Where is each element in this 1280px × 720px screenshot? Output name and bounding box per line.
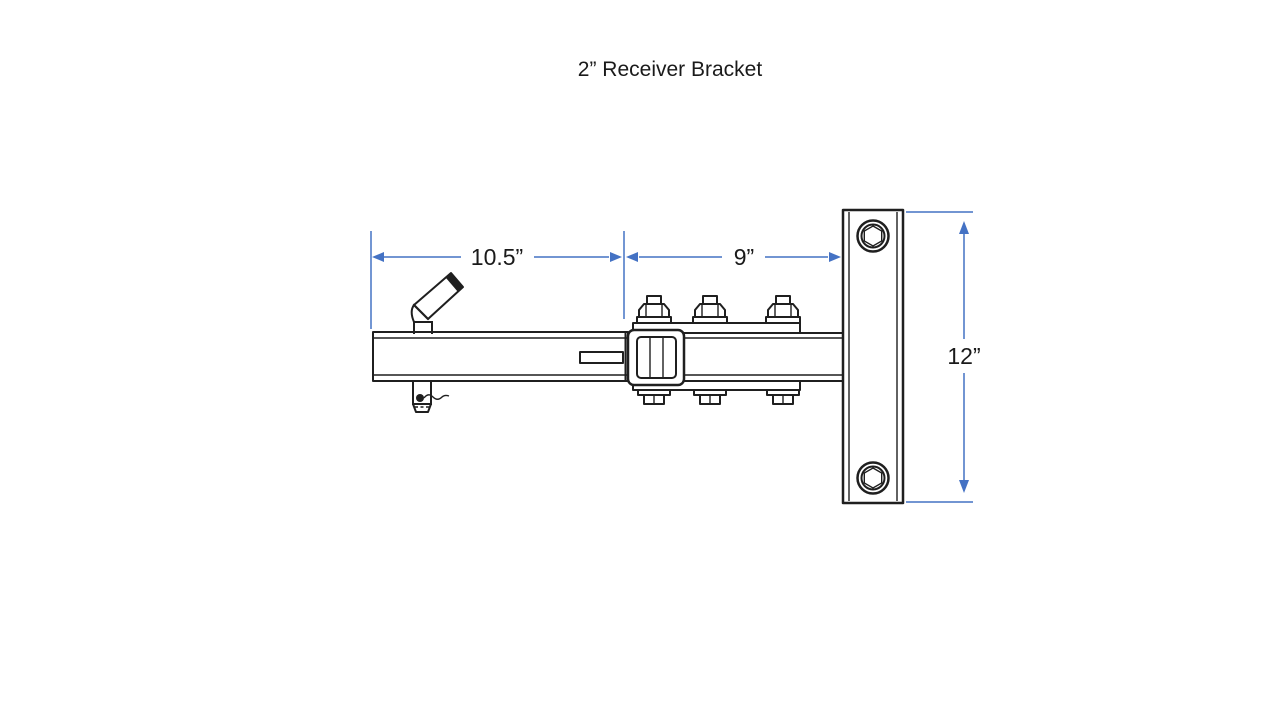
dimension-label: 9” (734, 244, 754, 270)
bolt-hex-nut (694, 303, 726, 318)
upright-plate-outline (841, 208, 905, 505)
dimension-label: 10.5” (471, 244, 523, 270)
arrow-down-icon (959, 480, 969, 493)
hitch-pin-handle (410, 272, 464, 334)
bolt-hex-nut (638, 303, 670, 318)
arrow-right-icon (610, 252, 622, 262)
hole-hex-outline (863, 225, 883, 247)
handle-stub (413, 321, 433, 334)
collar-outer (626, 328, 686, 387)
latch-slot (579, 351, 624, 364)
bolt-nut-facet-lines (774, 305, 792, 316)
bolt-nut-facet-lines (645, 305, 663, 316)
upright-plate (841, 208, 905, 505)
mount-bolt-1 (636, 295, 672, 405)
receiver-collar (626, 328, 686, 387)
mount-bolt-2 (692, 295, 728, 405)
arrow-right-icon (829, 252, 841, 262)
receiver-tube (683, 332, 844, 382)
collar-facet-lines (649, 338, 664, 377)
dimension-label: 12” (947, 343, 980, 369)
upright-plate-inner-lines (848, 212, 898, 501)
dimension-receiver-length: 9” (626, 244, 841, 270)
handle-tip-band (446, 273, 463, 292)
pin-shaft-lines (412, 381, 432, 405)
handle-bend-line (412, 303, 430, 321)
handle-elbow-curve (410, 303, 416, 324)
pin-clip-head (416, 394, 424, 402)
hole-inner-circle (860, 223, 886, 249)
hole-inner-circle (860, 465, 886, 491)
dimension-upright-height: 12” (906, 211, 981, 503)
pin-clip-wire (423, 394, 450, 400)
hole-hex-outline (863, 467, 883, 489)
bolt-nut-facet-lines (701, 305, 719, 316)
hitch-pin (412, 381, 450, 413)
plate-hole-bottom (856, 461, 890, 495)
arrow-left-icon (372, 252, 384, 262)
arrow-left-icon (626, 252, 638, 262)
mount-bolt-3 (765, 295, 801, 405)
bolt-hex-nut (767, 303, 799, 318)
tongue-tube (372, 331, 629, 382)
dimension-tongue-length: 10.5” (370, 231, 625, 329)
plate-hole-top (856, 219, 890, 253)
collar-inner (636, 336, 677, 379)
arrow-up-icon (959, 221, 969, 234)
pin-tapered-tip (412, 403, 432, 413)
page-title: 2” Receiver Bracket (578, 58, 763, 81)
